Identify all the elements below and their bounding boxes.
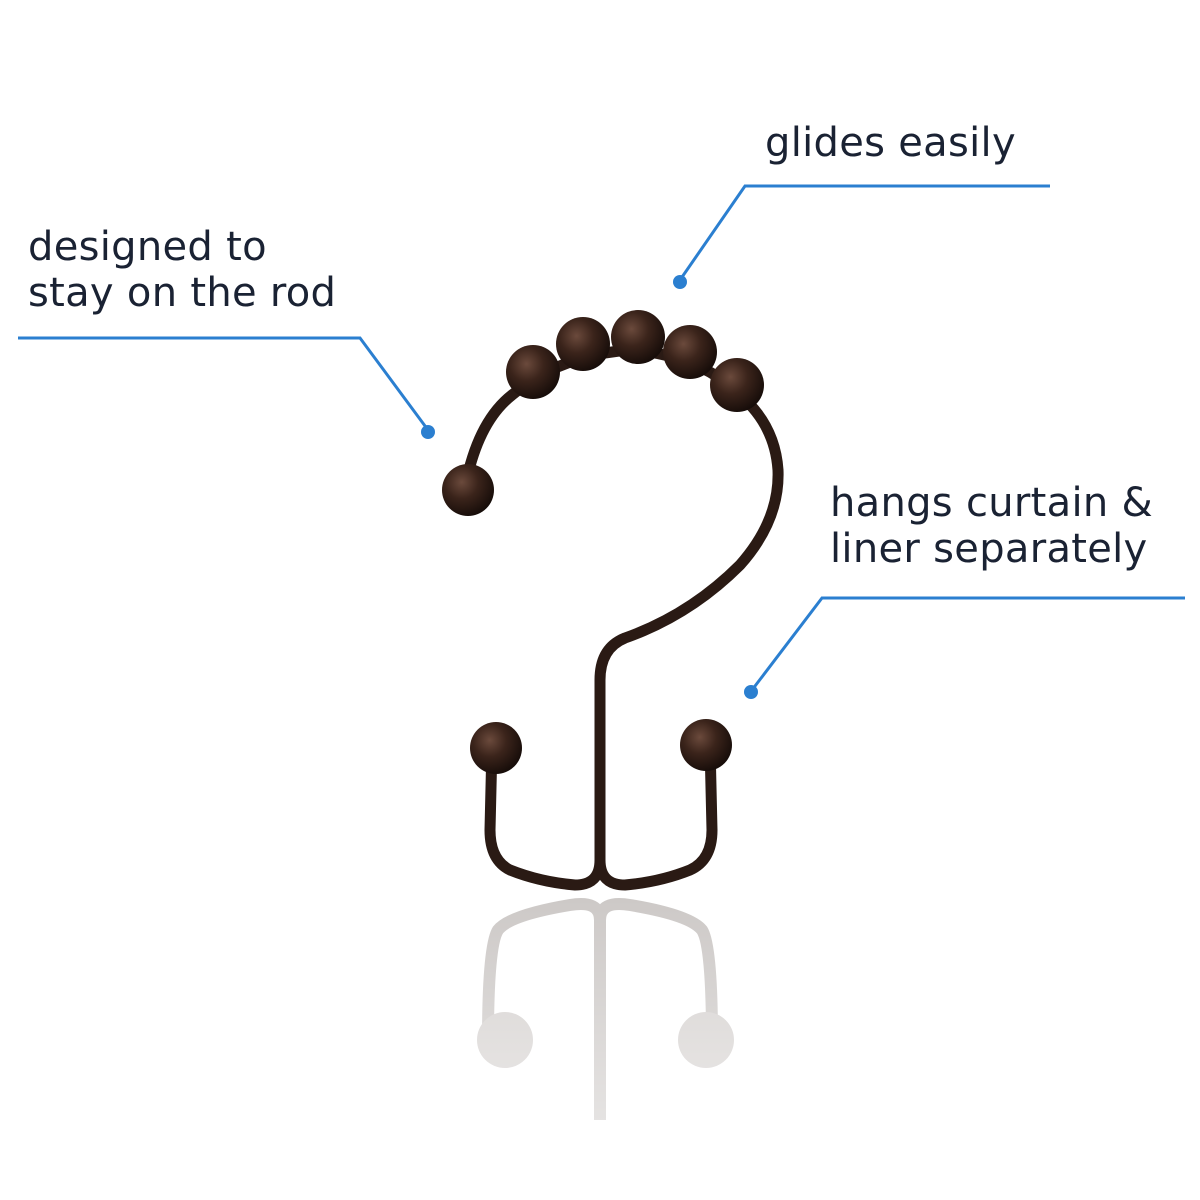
callout-glide-label: glides easily [765, 120, 1016, 166]
end-ball [442, 464, 494, 516]
hook-ball-right [680, 719, 732, 771]
leader-hang [744, 596, 1185, 699]
callout-hang-line1: hangs curtain & [830, 480, 1154, 526]
glide-ball [611, 310, 665, 364]
glide-ball [506, 345, 560, 399]
callout-hang-line2: liner separately [830, 526, 1148, 572]
callout-glide-line1: glides easily [765, 120, 1016, 166]
shower-curtain-hook-icon [442, 310, 784, 891]
glide-ball [710, 358, 764, 412]
callout-rod-line1: designed to [28, 224, 267, 270]
glide-ball [556, 317, 610, 371]
callout-rod-line2: stay on the rod [28, 270, 337, 316]
callout-hang-label: hangs curtain & liner separately [830, 480, 1153, 572]
leader-glide [673, 184, 1050, 289]
hook-ball-left [470, 722, 522, 774]
glide-ball [663, 325, 717, 379]
leader-rod [18, 336, 435, 439]
callout-rod-label: designed to stay on the rod [28, 224, 336, 316]
